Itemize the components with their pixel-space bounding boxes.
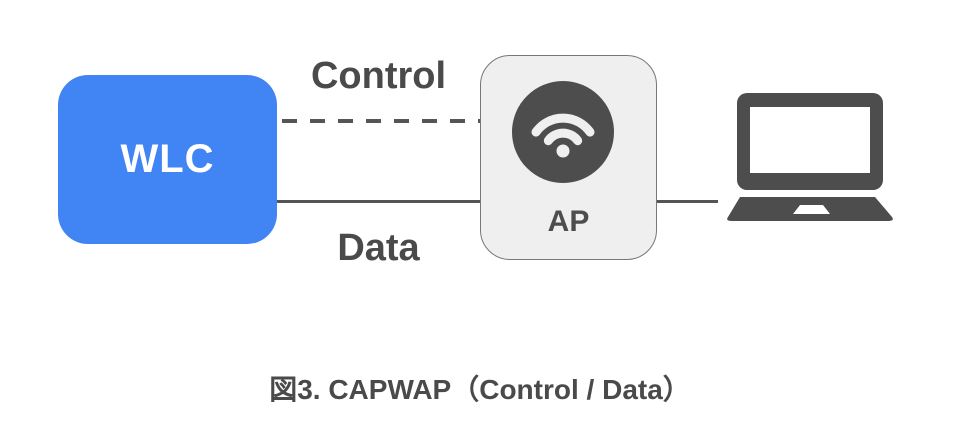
laptop-icon bbox=[727, 93, 893, 221]
data-link-label: Data bbox=[337, 227, 420, 269]
data-link-line-wlc-to-ap bbox=[277, 200, 480, 203]
control-link-dashed-line bbox=[282, 119, 480, 123]
wlc-node: WLC bbox=[58, 75, 277, 244]
control-link-label: Control bbox=[310, 55, 447, 97]
figure-caption: 図3. CAPWAP（Control / Data） bbox=[269, 374, 691, 405]
wifi-icon bbox=[512, 81, 614, 183]
wlc-label: WLC bbox=[120, 137, 215, 181]
data-link-line-ap-to-client bbox=[657, 200, 718, 203]
ap-node: AP bbox=[480, 55, 657, 260]
ap-label: AP bbox=[547, 205, 590, 238]
